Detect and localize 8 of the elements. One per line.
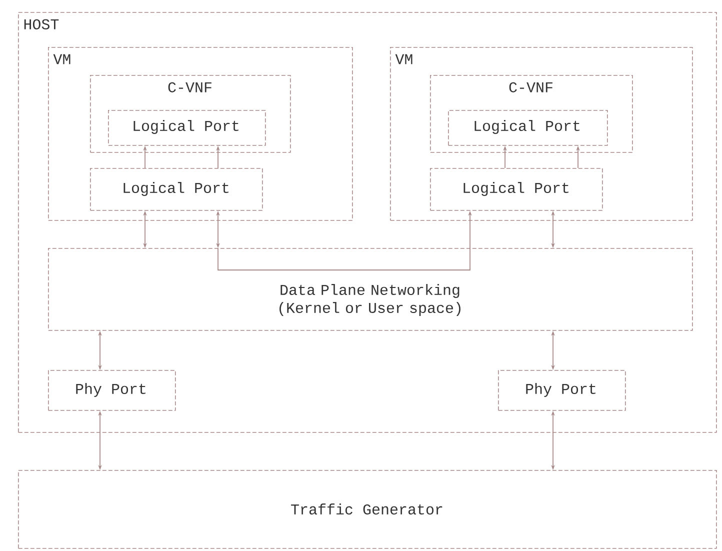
port-box: Logical Port bbox=[448, 110, 608, 146]
port-box: Logical Port bbox=[108, 110, 266, 146]
port-box: Logical Port bbox=[430, 168, 603, 211]
port-box: Logical Port bbox=[90, 168, 263, 211]
port-box: Phy Port bbox=[48, 370, 176, 411]
generator-box: Traffic Generator bbox=[18, 470, 717, 549]
networking-box: Data Plane Networking (Kernel or User space) bbox=[48, 248, 693, 331]
port-box: Phy Port bbox=[498, 370, 626, 411]
